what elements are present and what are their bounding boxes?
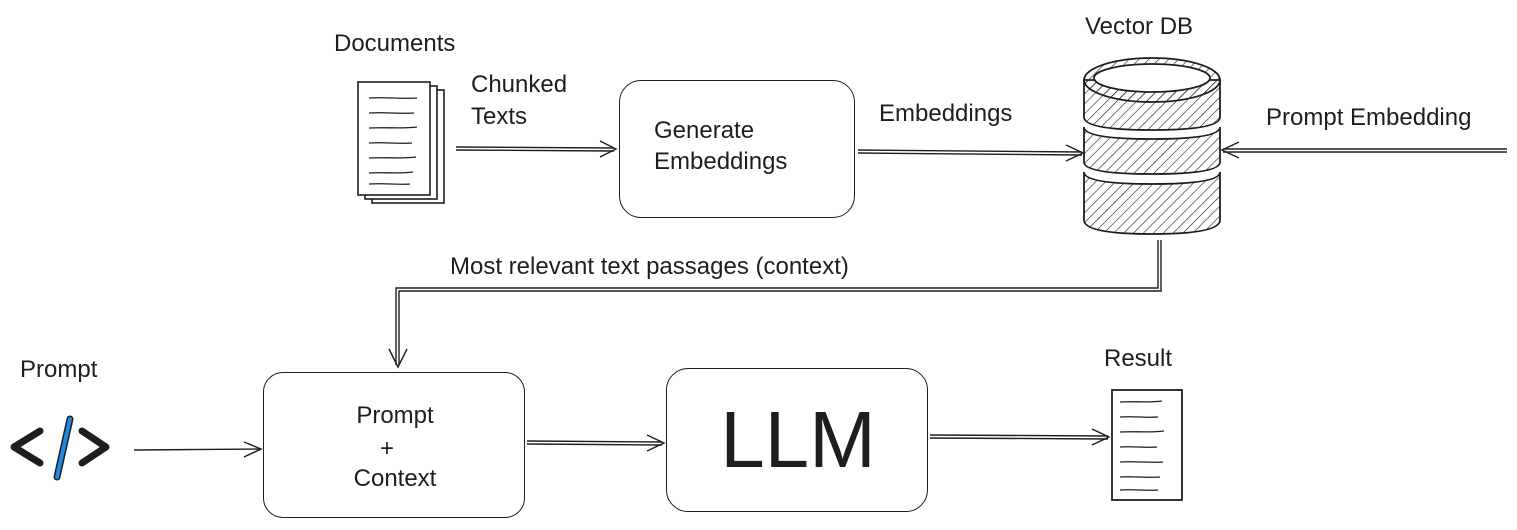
result-label: Result [1104, 345, 1173, 372]
arrow-llm-to-result [929, 428, 1111, 446]
arrow-db-to-prompt-context [388, 240, 1162, 369]
generate-embeddings-text-line1: Generate [654, 117, 755, 144]
arrow-docs-to-embeddings [455, 140, 618, 158]
documents-label: Documents [334, 30, 456, 57]
vector-db-label: Vector DB [1085, 13, 1194, 40]
generate-embeddings-box: Generate Embeddings [619, 80, 855, 218]
chunked-texts-label-line1: Chunked [471, 71, 568, 98]
prompt-label: Prompt [20, 356, 98, 383]
prompt-context-text-line1: Prompt [356, 402, 434, 429]
prompt-context-box: Prompt + Context [263, 372, 525, 518]
code-icon [10, 415, 110, 481]
arrow-embeddings-to-db [857, 144, 1085, 162]
llm-box: LLM [666, 368, 928, 512]
prompt-context-text-line3: Context [353, 465, 437, 492]
prompt-embedding-label: Prompt Embedding [1266, 104, 1472, 131]
result-document-icon [1111, 389, 1183, 501]
llm-label: LLM [720, 395, 876, 484]
embeddings-label: Embeddings [879, 100, 1013, 127]
chunked-texts-label-line2: Texts [471, 103, 528, 130]
context-passages-label: Most relevant text passages (context) [450, 253, 849, 280]
prompt-context-text-line2: + [379, 435, 394, 462]
arrow-prompt-to-context [133, 441, 263, 458]
generate-embeddings-text-line2: Embeddings [654, 148, 788, 175]
arrow-prompt-embedding-to-db [1220, 141, 1507, 159]
database-icon [1083, 57, 1221, 235]
arrow-context-to-llm [526, 434, 666, 452]
document-stack-icon [357, 81, 445, 204]
